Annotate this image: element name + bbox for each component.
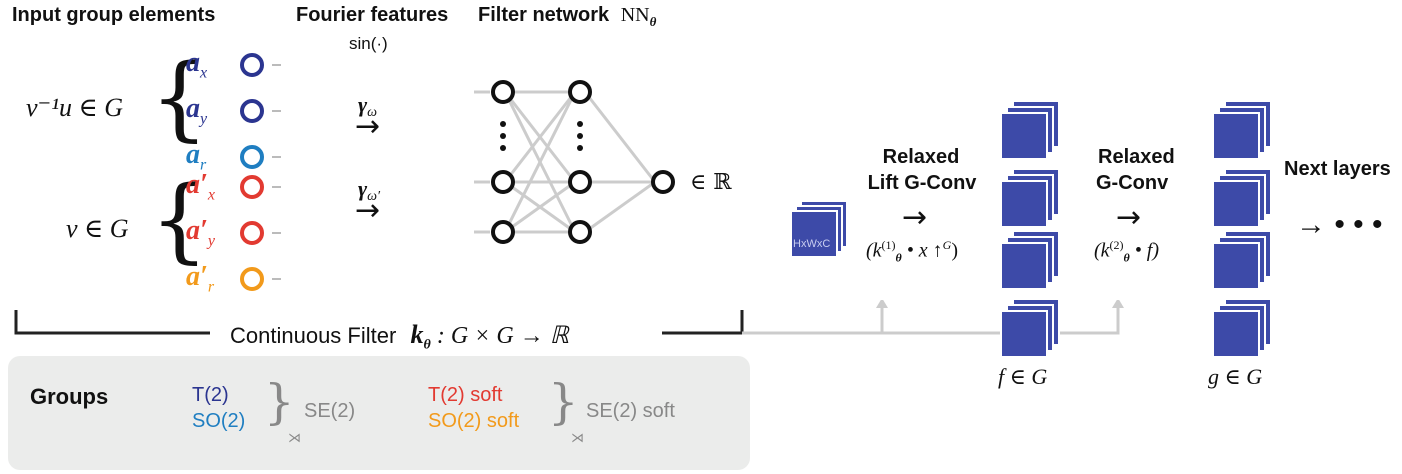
component-ax-prime: a′x [186, 169, 281, 204]
feature-label-g: g ∈ G [1208, 364, 1263, 389]
fourier-arrow-2: → [355, 193, 381, 228]
connector-dash [272, 64, 281, 66]
group-t2: T(2) [192, 384, 229, 406]
filter-bracket [14, 300, 1124, 335]
input-feature-stack: HxWxC [790, 200, 848, 260]
output-in-reals: ∈ ℝ [690, 170, 732, 195]
filter-network-theta: θ [649, 14, 657, 29]
component-label: ay [186, 93, 208, 128]
stack-f-1 [1000, 100, 1060, 164]
connector-dash [272, 110, 281, 112]
connector-dash [272, 156, 281, 158]
stage2-title-line2: G-Conv [1096, 172, 1169, 194]
network-edges [474, 90, 657, 234]
node-circle-icon [240, 221, 264, 245]
network-nodes [491, 80, 675, 244]
feature-map-f-column [1000, 100, 1060, 370]
component-ay: ay [186, 93, 281, 128]
continuous-filter-label: Continuous Filter kθ : G × G → ℝ [230, 320, 569, 353]
output-node-circle-icon [651, 170, 675, 194]
lhs-relative-element: v⁻¹u ∈ G [26, 93, 124, 122]
groups-panel: Groups T(2) SO(2) } ⋊ SE(2) T(2) soft SO… [8, 356, 750, 470]
group-brace-soft: } [548, 374, 579, 430]
stage1-formula: (k(1)θ • x ↑G) [866, 238, 959, 265]
node-circle-icon [240, 145, 264, 169]
fourier-gamma-1: γω [358, 92, 378, 121]
semidirect-symbol-soft: ⋊ [571, 430, 584, 445]
filter-network-text: Filter network [478, 4, 610, 26]
stage1-title-line1: Relaxed [882, 146, 960, 168]
connector-dash [272, 278, 281, 280]
connector-dash [272, 232, 281, 234]
component-label: a′y [186, 215, 215, 250]
component-label: ax [186, 47, 208, 82]
node-circle-icon [240, 267, 264, 291]
stack-f-2 [1000, 168, 1060, 232]
node-circle-icon [491, 220, 515, 244]
stage2-formula: (k(2)θ • f) [1094, 238, 1159, 265]
input-group-1: ax ay ar [186, 47, 281, 174]
group-t2-soft: T(2) soft [428, 384, 503, 406]
group-se2: SE(2) [304, 400, 356, 422]
feature-label-f: f ∈ G [998, 364, 1048, 389]
group-so2: SO(2) [192, 410, 246, 432]
brace-group-1: { [150, 44, 209, 151]
stack-g-4 [1212, 298, 1272, 362]
stage1-arrow: → [902, 200, 928, 235]
component-label: ar [186, 139, 207, 174]
stack-g-3 [1212, 230, 1272, 294]
fourier-arrow-1: → [355, 109, 381, 144]
stack-g-2 [1212, 168, 1272, 232]
component-ax: ax [186, 47, 281, 82]
stage2-arrow: → [1116, 200, 1142, 235]
brace-group-2: { [150, 166, 209, 273]
next-layers-title: Next layers [1284, 158, 1391, 180]
connector-dash [272, 186, 281, 188]
header-fourier-features: Fourier features [296, 4, 449, 26]
group-brace: } [264, 374, 295, 430]
semidirect-symbol: ⋊ [288, 430, 301, 445]
group-so2-soft: SO(2) soft [428, 410, 520, 432]
component-label: a′r [186, 261, 215, 296]
stack-f-4 [1000, 298, 1060, 362]
component-ar: ar [186, 139, 281, 174]
lhs-element: v ∈ G [66, 214, 129, 243]
node-circle-icon [568, 220, 592, 244]
node-circle-icon [240, 175, 264, 199]
stack-g-1 [1212, 100, 1272, 164]
next-layers-arrow: → • • • [1296, 208, 1383, 241]
node-circle-icon [491, 80, 515, 104]
component-ay-prime: a′y [186, 215, 281, 250]
group-se2-soft: SE(2) soft [586, 400, 675, 422]
header-filter-network: Filter network NNθ [478, 4, 656, 30]
component-ar-prime: a′r [186, 261, 281, 296]
groups-title: Groups [30, 384, 109, 409]
node-circle-icon [240, 99, 264, 123]
stage1-title-line2: Lift G-Conv [867, 172, 977, 194]
filter-network-graph [474, 80, 675, 244]
input-stack-label: HxWxC [793, 238, 831, 250]
component-label: a′x [186, 169, 215, 204]
input-group-2: a′x a′y a′r [186, 169, 281, 296]
node-circle-icon [240, 53, 264, 77]
node-circle-icon [491, 170, 515, 194]
stage2-title-line1: Relaxed [1098, 146, 1175, 168]
filter-network-nn: NN [620, 4, 650, 26]
fourier-gamma-2: γω′ [358, 176, 381, 205]
header-input-group-elements: Input group elements [12, 4, 216, 26]
stack-f-3 [1000, 230, 1060, 294]
fourier-sin-label: sin(·) [349, 34, 388, 53]
feature-map-g-column [1212, 100, 1272, 370]
node-circle-icon [568, 170, 592, 194]
node-circle-icon [568, 80, 592, 104]
vdots [500, 121, 583, 151]
